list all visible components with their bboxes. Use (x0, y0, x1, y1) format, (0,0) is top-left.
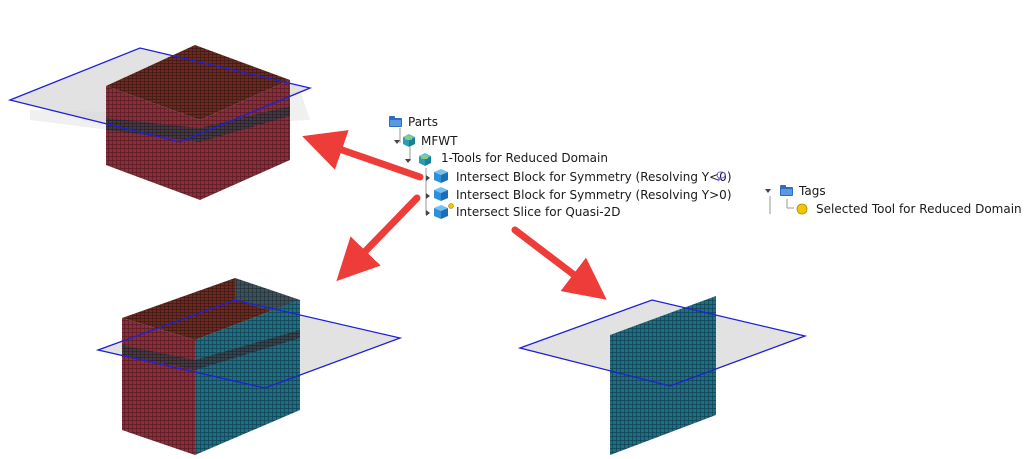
folder-icon (389, 116, 402, 127)
tree-label-tools-group: 1-Tools for Reduced Domain (441, 151, 608, 165)
tag-icon (796, 203, 808, 215)
chevron-right-icon[interactable] (426, 193, 430, 199)
chevron-right-icon[interactable] (426, 175, 430, 181)
chevron-down-icon[interactable] (765, 189, 771, 193)
folder-icon (780, 185, 793, 196)
symmetry-block-view (95, 278, 403, 455)
chevron-down-icon[interactable] (405, 159, 411, 163)
callout-arrows (302, 130, 607, 300)
arrow-to-symmetry-block (336, 194, 421, 282)
cube-icon (434, 187, 448, 201)
tree-node-parts[interactable]: Parts (389, 115, 438, 129)
tree-label-tool-quasi-2d: Intersect Slice for Quasi-2D (456, 205, 621, 219)
full-domain-view (7, 45, 313, 200)
tags-tree: Tags Selected Tool for Reduced Domain (765, 184, 1022, 216)
tree-label-selected-tool-tag: Selected Tool for Reduced Domain (816, 202, 1022, 216)
chevron-right-icon[interactable] (426, 210, 430, 216)
part-icon (419, 153, 431, 166)
tree-node-selected-tool-tag[interactable]: Selected Tool for Reduced Domain (796, 202, 1022, 216)
comment-icon[interactable] (716, 171, 726, 182)
cube-icon (434, 169, 448, 183)
tree-node-tools-group[interactable]: 1-Tools for Reduced Domain (405, 151, 608, 166)
tree-node-tool-quasi-2d[interactable]: Intersect Slice for Quasi-2D (426, 203, 621, 220)
tree-label-tool-y-pos: Intersect Block for Symmetry (Resolving … (456, 188, 732, 202)
tree-label-mfwt: MFWT (421, 134, 458, 148)
tree-label-tags: Tags (798, 184, 826, 198)
parts-tree: Parts MFWT 1-Tools for Reduced Domain (389, 115, 732, 219)
tree-node-tags[interactable]: Tags (765, 184, 826, 198)
cube-icon (434, 205, 448, 219)
tree-node-tool-y-pos[interactable]: Intersect Block for Symmetry (Resolving … (426, 187, 732, 202)
quasi-2d-slice-view (517, 296, 808, 455)
tag-indicator-icon (448, 203, 454, 209)
arrow-to-full-domain (302, 130, 424, 181)
tree-node-mfwt[interactable]: MFWT (394, 134, 458, 148)
arrow-to-quasi-2d-slice (511, 226, 607, 300)
tree-node-tool-y-neg[interactable]: Intersect Block for Symmetry (Resolving … (426, 169, 732, 184)
tree-label-tool-y-neg: Intersect Block for Symmetry (Resolving … (456, 170, 732, 184)
tree-label-parts: Parts (408, 115, 438, 129)
chevron-down-icon[interactable] (394, 140, 400, 144)
part-icon (403, 134, 415, 147)
